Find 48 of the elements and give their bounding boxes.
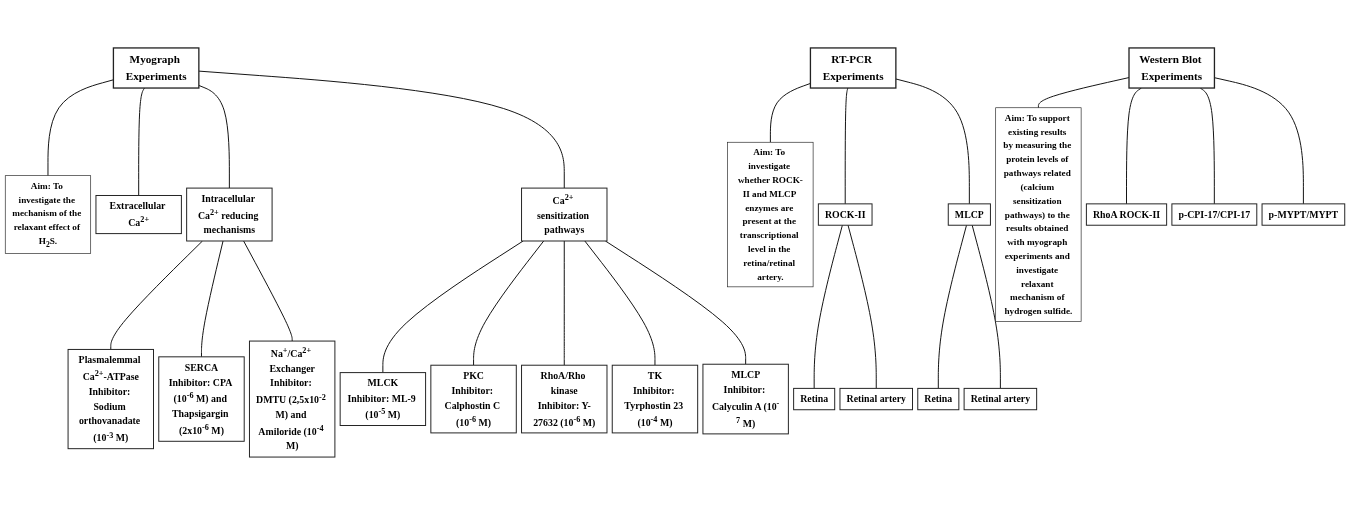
node-box: Na$^{+}$/Ca$^{2+}$ Exchanger Inhibitor: DMTU (2,5x10$^{-2}$ M) and Amiloride (10$^{-4}$ M) (248, 340, 336, 458)
node-box: Aim: To investigate the mechanism of the relaxant effect of H$_{2}$S. (4, 175, 92, 254)
connector (584, 240, 656, 366)
connector (895, 78, 970, 205)
connector (844, 87, 849, 205)
node-box: Intracellular Ca$^{2+}$ reducing mechanisms (186, 187, 273, 242)
node-box: Ca$^{2+}$ sensitization pathways (521, 187, 608, 242)
node-box: MLCP (947, 203, 991, 226)
node-box: Retinal artery (839, 387, 913, 411)
node-box: ROCK-II (817, 203, 873, 226)
connector (1126, 87, 1142, 205)
connector (47, 79, 114, 177)
connector (937, 224, 967, 389)
connector (198, 70, 565, 189)
connector (473, 240, 545, 366)
node-box: Plasmalemmal Ca$^{2+}$-ATPase Inhibitor: Sodium orthovanadate (10$^{-3}$ M) (67, 348, 154, 450)
node-box: TK Inhibitor: Tyrphostin 23 (10$^{-4}$ M) (611, 364, 699, 434)
connector (198, 84, 230, 189)
connector (1037, 77, 1130, 109)
connector (563, 240, 565, 366)
connector (110, 240, 203, 350)
node-box: Retina (793, 387, 836, 411)
node-box: Retina (917, 387, 960, 411)
node-box: RhoA/Rho kinase Inhibitor: Y-27632 (10$^{-6}$ M) (521, 364, 608, 434)
node-box: Extracellular Ca$^{2+}$ (95, 195, 182, 235)
connector (138, 87, 145, 196)
node-box: p-CPI-17/CPI-17 (1171, 203, 1258, 226)
node-box: Aim: To investigate whether ROCK-II and MLCP enzymes are present at the transcriptional level in the retina/retinal artery. (727, 141, 814, 288)
connector (243, 240, 293, 342)
node-box: MLCK Inhibitor: ML-9 (10$^{-5}$ M) (339, 372, 427, 426)
connector (604, 240, 747, 365)
node-box: Myograph Experiments (112, 47, 200, 89)
node-box: RT-PCR Experiments (809, 47, 897, 89)
connector (201, 240, 224, 358)
node-box: Western Blot Experiments (1128, 47, 1216, 89)
node-box: MLCP Inhibitor: Calyculin A (10$^{-}$$^{7}$ M) (702, 363, 789, 435)
connector (1199, 87, 1215, 205)
connector (971, 224, 1001, 389)
node-box: Aim: To support existing results by measuring the protein levels of pathways related (calcium sensitization pathways) to the results obtained with myograph experiments and investigate relaxant mechanism of hydrogen sulfide. (995, 107, 1082, 322)
connector (813, 224, 843, 389)
node-box: SERCA Inhibitor: CPA (10$^{-6}$ M) and Thapsigargin (2x10$^{-6}$ M) (158, 356, 245, 442)
node-box: Retinal artery (963, 387, 1038, 411)
node-box: RhoA ROCK-II (1085, 203, 1168, 226)
connector (769, 82, 811, 143)
node-box: PKC Inhibitor: Calphostin C (10$^{-6}$ M) (430, 364, 517, 434)
node-box: p-MYPT/MYPT (1261, 203, 1346, 226)
connector (847, 224, 877, 389)
connector (382, 240, 524, 374)
